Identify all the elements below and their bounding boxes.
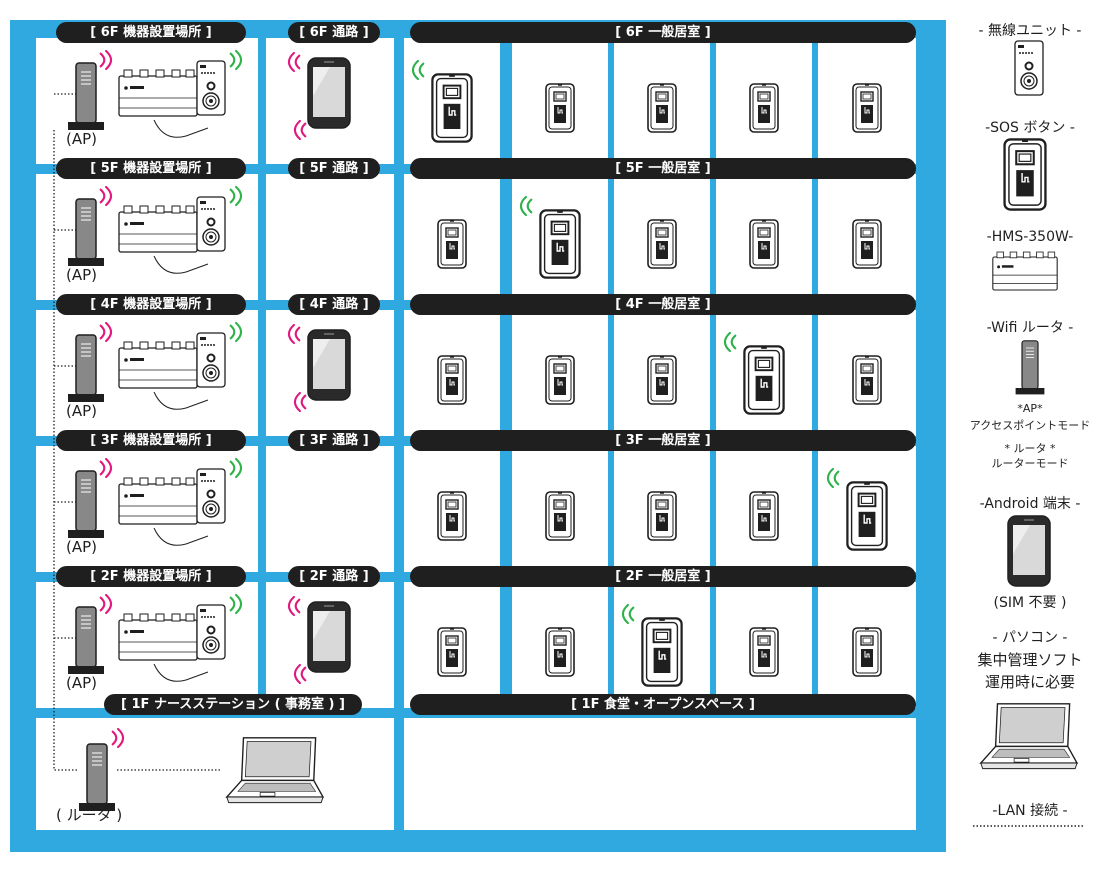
sos-button-icon xyxy=(743,345,785,415)
sos-button-icon xyxy=(545,491,575,541)
dining-space xyxy=(404,718,916,830)
sos-button-icon xyxy=(852,83,882,133)
legend-sos-button-icon xyxy=(1003,138,1047,211)
ap-label: (AP) xyxy=(66,538,98,556)
legend-android-icon xyxy=(1006,514,1052,588)
legend-router-mode-text: ルーターモード xyxy=(991,457,1069,470)
room-title: [ 5F 一般居室 ] xyxy=(410,158,916,179)
sos-button-icon xyxy=(641,617,683,687)
sos-button-icon xyxy=(437,355,467,405)
room-title: [ 4F 一般居室 ] xyxy=(410,294,916,315)
sos-button-icon xyxy=(545,627,575,677)
legend-sim-label: (SIM 不要 ) xyxy=(993,595,1067,611)
legend-pc-software: 集中管理ソフト xyxy=(977,651,1083,669)
sos-button-icon xyxy=(846,481,888,551)
sos-button-icon xyxy=(647,83,677,133)
legend-wifi-router-icon xyxy=(1010,340,1050,396)
legend-wireless-unit-label: - 無線ユニット - xyxy=(978,23,1082,39)
signal-waves-icon xyxy=(618,604,636,624)
sos-button-icon xyxy=(852,355,882,405)
equipment-room-title: [ 5F 機器設置場所 ] xyxy=(56,158,246,179)
dining-space-title: [ 1F 食堂・オープンスペース ] xyxy=(410,694,916,715)
ap-label: (AP) xyxy=(66,674,98,692)
sos-button-icon xyxy=(545,83,575,133)
legend-lan-line xyxy=(973,825,1083,827)
signal-waves-icon xyxy=(408,60,426,80)
legend-pc-label: - パソコン - xyxy=(992,630,1068,646)
signal-waves-icon xyxy=(823,468,841,488)
legend-hms-icon xyxy=(992,250,1058,292)
legend-laptop-icon xyxy=(976,702,1080,776)
corridor xyxy=(266,174,394,300)
signal-waves-icon xyxy=(720,332,738,352)
room-title: [ 6F 一般居室 ] xyxy=(410,22,916,43)
legend-hms-label: -HMS-350W- xyxy=(986,229,1074,245)
legend-ap-mode-title: *AP* xyxy=(1017,402,1043,415)
device-cable xyxy=(153,663,209,682)
equipment-room-title: [ 6F 機器設置場所 ] xyxy=(56,22,246,43)
device-cable xyxy=(153,391,209,410)
sos-button-icon xyxy=(545,355,575,405)
room-title: [ 2F 一般居室 ] xyxy=(410,566,916,587)
sos-button-icon xyxy=(647,491,677,541)
sos-button-icon xyxy=(749,219,779,269)
sos-button-icon xyxy=(647,219,677,269)
sos-button-icon xyxy=(647,355,677,405)
legend-android-label: -Android 端末 - xyxy=(979,496,1081,512)
equipment-room-title: [ 2F 機器設置場所 ] xyxy=(56,566,246,587)
room-title: [ 3F 一般居室 ] xyxy=(410,430,916,451)
ap-label: (AP) xyxy=(66,402,98,420)
sos-button-icon xyxy=(539,209,581,279)
corridor-title: [ 6F 通路 ] xyxy=(288,22,380,43)
equipment-room-title: [ 4F 機器設置場所 ] xyxy=(56,294,246,315)
legend-pc-required: 運用時に必要 xyxy=(984,673,1075,691)
sos-button-icon xyxy=(749,491,779,541)
sos-button-icon xyxy=(852,219,882,269)
lan-connections xyxy=(53,93,222,771)
legend-ap-mode-text: アクセスポイントモード xyxy=(969,419,1091,432)
legend-sos-button-label: -SOS ボタン - xyxy=(985,120,1075,136)
equipment-room-title: [ 3F 機器設置場所 ] xyxy=(56,430,246,451)
sos-button-icon xyxy=(431,73,473,143)
sos-button-icon xyxy=(749,83,779,133)
corridor-title: [ 5F 通路 ] xyxy=(288,158,380,179)
corridor-title: [ 4F 通路 ] xyxy=(288,294,380,315)
sos-button-icon xyxy=(437,627,467,677)
legend-lan-label: -LAN 接続 - xyxy=(992,803,1068,819)
sos-button-icon xyxy=(437,219,467,269)
legend-router-mode-title: * ルータ * xyxy=(1004,442,1056,455)
legend-wifi-router-label: -Wifi ルータ - xyxy=(986,320,1074,336)
sos-button-icon xyxy=(749,627,779,677)
sos-button-icon xyxy=(437,491,467,541)
device-cable xyxy=(153,255,209,274)
corridor-title: [ 3F 通路 ] xyxy=(288,430,380,451)
signal-waves-icon xyxy=(516,196,534,216)
device-cable xyxy=(153,119,209,138)
legend-wireless-unit-icon xyxy=(1014,40,1044,96)
ap-label: (AP) xyxy=(66,130,98,148)
corridor-title: [ 2F 通路 ] xyxy=(288,566,380,587)
ap-label: (AP) xyxy=(66,266,98,284)
device-cable xyxy=(153,527,209,546)
sos-button-icon xyxy=(852,627,882,677)
corridor xyxy=(266,446,394,572)
nurse-station-title: [ 1F ナースステーション ( 事務室 ) ] xyxy=(104,694,362,715)
router-label: ( ルータ ) xyxy=(56,806,123,824)
